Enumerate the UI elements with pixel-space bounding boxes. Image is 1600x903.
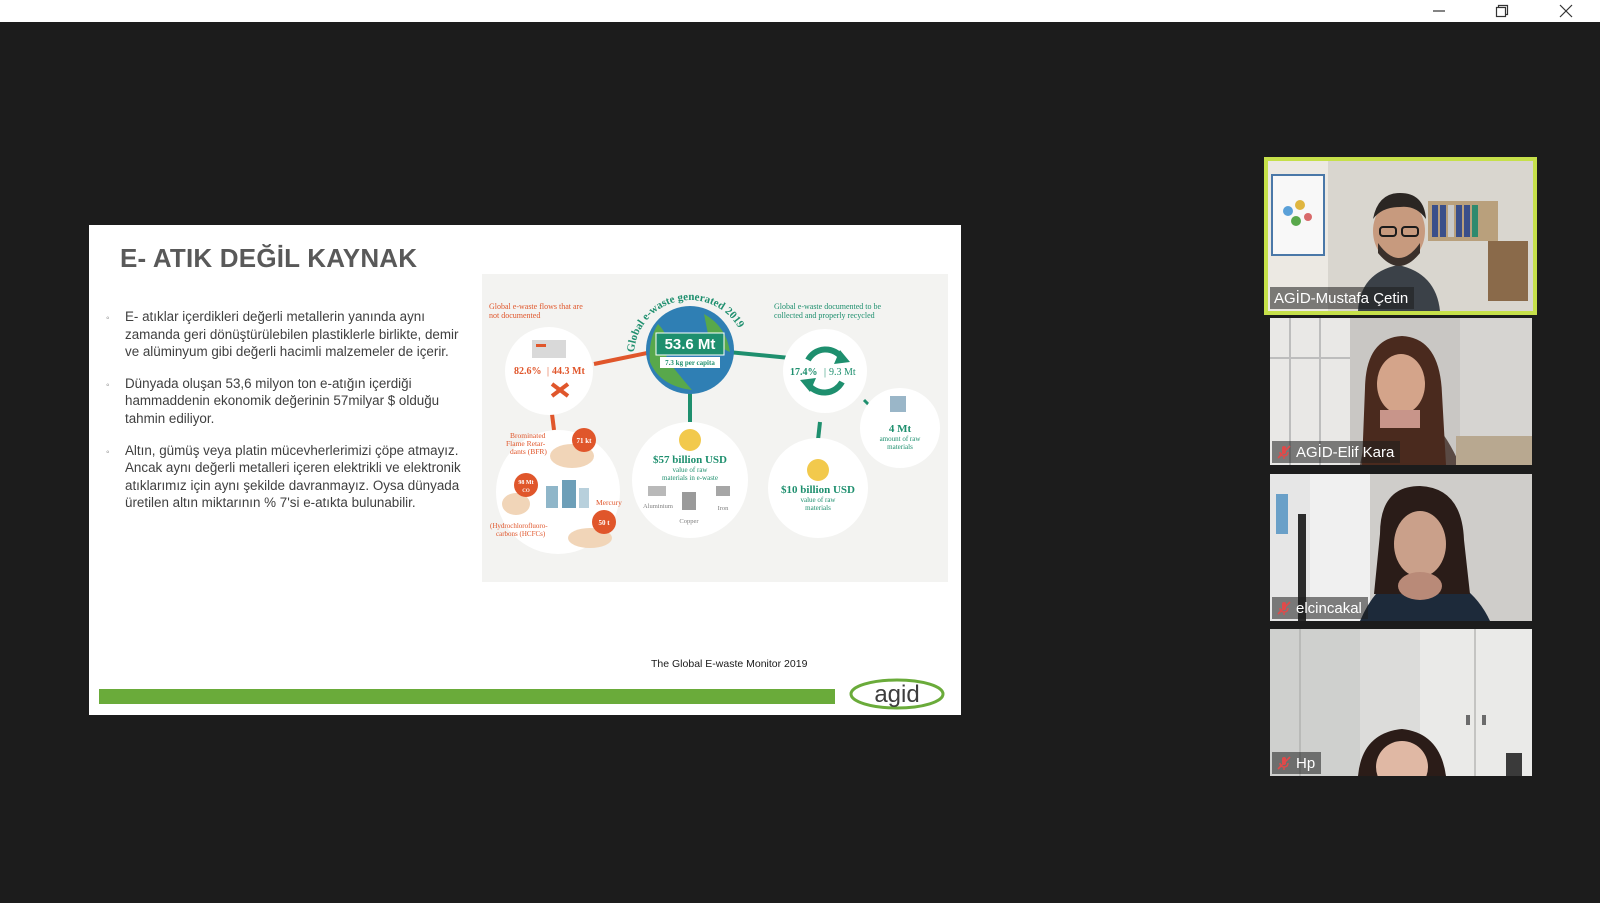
participant-name-tag: elcincakal: [1272, 597, 1368, 619]
value-57-sub-2: materials in e-waste: [662, 474, 718, 482]
left-caption-1: Global e-waste flows that are: [489, 302, 583, 311]
right-flow-circle: [783, 329, 867, 413]
aluminium-label: Aluminium: [643, 503, 673, 510]
raw-4mt-sub-1: amount of raw: [880, 435, 922, 443]
raw-4mt: 4 Mt: [889, 423, 912, 435]
left-flow-circle: [505, 327, 593, 415]
slide-source: The Global E-waste Monitor 2019: [651, 658, 808, 670]
agid-logo: agid: [849, 678, 945, 710]
ewaste-infographic: Global e-waste flows that are not docume…: [482, 274, 948, 582]
muted-mic-icon: [1277, 601, 1291, 615]
participant-name-tag: AGİD-Mustafa Çetin: [1270, 287, 1415, 309]
participant-video: [1268, 161, 1533, 311]
participant-tile[interactable]: elcincakal: [1270, 474, 1532, 621]
left-caption-2: not documented: [489, 311, 540, 320]
left-mt: 44.3 Mt: [552, 366, 585, 377]
svg-text:|: |: [547, 366, 549, 377]
muted-mic-icon: [1277, 756, 1291, 770]
participant-video: [1270, 474, 1532, 621]
iron-label: Iron: [718, 505, 730, 512]
participant-tile[interactable]: AGİD-Elif Kara: [1270, 318, 1532, 465]
bullet-mark: ◦: [106, 313, 110, 324]
bfr-amount: 71 kt: [577, 437, 593, 445]
value-57-circle: [632, 422, 748, 538]
slide-bullet: ◦ E- atıklar içerdikleri değerli metalle…: [105, 308, 467, 361]
muted-mic-icon: [1277, 445, 1291, 459]
value-57-sub-1: value of raw: [673, 466, 709, 474]
slide-title: E- ATIK DEĞİL KAYNAK: [120, 243, 418, 273]
value-10-circle: [768, 438, 868, 538]
slide-bullet: ◦ Altın, gümüş veya platin mücevherlerim…: [105, 442, 467, 512]
logo-text: agid: [874, 681, 919, 708]
copper-label: Copper: [679, 518, 699, 525]
participant-name: Hp: [1296, 754, 1316, 772]
bullet-text: Dünyada oluşan 53,6 milyon ton e-atığın …: [125, 375, 440, 426]
right-caption-1: Global e-waste documented to be: [774, 302, 882, 311]
participant-video: [1270, 318, 1532, 465]
raw-4mt-sub-2: materials: [887, 443, 913, 451]
bfr-1: Brominated: [510, 431, 546, 440]
bullet-text: Altın, gümüş veya platin mücevherlerimiz…: [125, 442, 461, 511]
svg-text:|: |: [824, 367, 826, 378]
hcfc-1: (Hydrochlorofluoro-: [490, 522, 548, 530]
close-icon: [1559, 4, 1573, 18]
right-caption-2: collected and properly recycled: [774, 311, 875, 320]
bullet-text: E- atıklar içerdikleri değerli metalleri…: [125, 309, 459, 360]
participant-tile[interactable]: Hp: [1270, 629, 1532, 776]
bfr-3: dants (BFR): [510, 447, 547, 456]
participant-name: elcincakal: [1296, 599, 1362, 617]
co2-amount: 98 Mt: [518, 480, 533, 486]
slide-bullet-list: ◦ E- atıklar içerdikleri değerli metalle…: [105, 308, 467, 526]
restore-icon: [1495, 4, 1509, 18]
value-57: $57 billion USD: [653, 454, 727, 466]
restore-button[interactable]: [1479, 0, 1525, 22]
mercury-label: Mercury: [596, 498, 622, 507]
hcfc-2: carbons (HCFCs): [496, 530, 546, 538]
window-title-bar: [0, 0, 1600, 22]
left-pct: 82.6%: [514, 366, 542, 377]
value-10-sub-2: materials: [805, 504, 831, 512]
value-10: $10 billion USD: [781, 484, 855, 496]
center-sub: 7.3 kg per capita: [665, 359, 715, 367]
participant-name-tag: Hp: [1272, 752, 1322, 774]
shared-screen-slide: E- ATIK DEĞİL KAYNAK ◦ E- atıklar içerdi…: [89, 225, 961, 715]
bullet-mark: ◦: [106, 446, 110, 458]
participant-video: [1270, 629, 1532, 776]
slide-bullet: ◦ Dünyada oluşan 53,6 milyon ton e-atığı…: [105, 375, 467, 428]
right-pct: 17.4%: [790, 367, 818, 378]
minimize-button[interactable]: [1416, 0, 1462, 22]
center-value: 53.6 Mt: [665, 336, 716, 353]
slide-footer-bar: [99, 689, 835, 704]
close-button[interactable]: [1543, 0, 1589, 22]
right-mt: 9.3 Mt: [829, 367, 856, 378]
participant-name-tag: AGİD-Elif Kara: [1272, 441, 1401, 463]
bullet-mark: ◦: [106, 379, 110, 391]
infographic-graphic: Global e-waste flows that are not docume…: [489, 291, 940, 554]
co2-label: CO: [522, 489, 530, 494]
value-10-sub-1: value of raw: [801, 496, 837, 504]
participant-name: AGİD-Mustafa Çetin: [1274, 289, 1409, 307]
raw-materials-circle: [860, 388, 940, 468]
participant-tile-active-speaker[interactable]: AGİD-Mustafa Çetin: [1264, 157, 1537, 315]
minimize-icon: [1433, 10, 1445, 12]
bfr-2: Flame Retar-: [506, 439, 546, 448]
mercury-amount: 50 t: [598, 519, 610, 527]
participant-name: AGİD-Elif Kara: [1296, 443, 1395, 461]
